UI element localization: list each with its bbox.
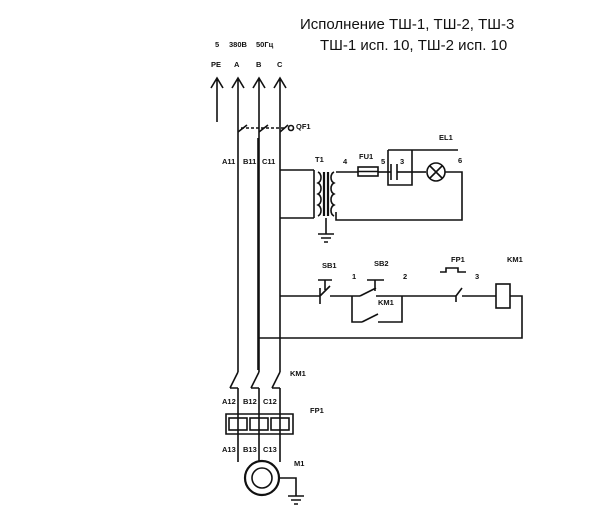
fuse-label: FU1 — [359, 152, 373, 161]
node-3-control: 3 — [475, 272, 479, 281]
terminal-a13: A13 — [222, 445, 236, 454]
phase-b-label: B — [256, 60, 262, 69]
contactor-coil-icon — [495, 283, 511, 309]
relay-contact-icon — [440, 267, 466, 273]
aux-contact-label: KM1 — [378, 298, 394, 307]
supply-hertz: 50Гц — [256, 40, 274, 49]
capacitor-icon — [390, 164, 398, 180]
stop-button-label: SB1 — [322, 261, 337, 270]
contactor-km1: KM1 — [229, 369, 306, 396]
node-4: 4 — [343, 157, 348, 166]
terminal-c12: C12 — [263, 397, 277, 406]
motor-label: M1 — [294, 459, 304, 468]
lamp-label: EL1 — [439, 133, 453, 142]
phase-c-label: C — [277, 60, 283, 69]
motor-icon — [243, 459, 281, 497]
breaker-qf1: QF1 — [237, 122, 311, 133]
thermal-relay-label: FP1 — [310, 406, 324, 415]
ground-icon — [318, 233, 334, 243]
phase-a-arrow-icon — [231, 76, 245, 122]
transformer-t1: T1 — [280, 155, 336, 243]
terminal-b11: B11 — [243, 157, 256, 166]
secondary-circuit: 4 FU1 5 3 EL1 6 — [335, 133, 463, 221]
node-6: 6 — [458, 156, 462, 165]
node-5: 5 — [381, 157, 385, 166]
phase-b-arrow-icon — [252, 76, 266, 122]
thermal-relay-fp1: FP1 — [225, 396, 324, 450]
terminal-b12: B12 — [243, 397, 257, 406]
terminal-c11: C11 — [262, 157, 275, 166]
supply-voltage: 380В — [229, 40, 248, 49]
node-3: 3 — [400, 157, 404, 166]
stop-button-icon — [318, 279, 332, 304]
start-button-label: SB2 — [374, 259, 389, 268]
contactor-main-label: KM1 — [290, 369, 306, 378]
node-2: 2 — [403, 272, 407, 281]
terminal-b13: B13 — [243, 445, 257, 454]
phase-bus — [237, 132, 281, 372]
contactor-coil-label: KM1 — [507, 255, 523, 264]
motor-m1: M1 — [237, 450, 304, 505]
relay-contact-label: FP1 — [451, 255, 465, 264]
phase-pe-label: PE — [211, 60, 221, 69]
breaker-label: QF1 — [296, 122, 311, 131]
terminal-a12: A12 — [222, 397, 236, 406]
aux-contact-icon — [351, 296, 403, 323]
motor-ground-icon — [288, 495, 304, 505]
start-button-icon — [359, 279, 384, 297]
supply-arrows — [210, 76, 287, 122]
supply-frequency: 5 — [215, 40, 219, 49]
control-circuit: SB1 1 SB2 2 KM1 FP1 3 KM1 — [259, 255, 523, 339]
title-line-2: ТШ-1 исп. 10, ТШ-2 исп. 10 — [320, 37, 507, 54]
pe-arrow-icon — [210, 76, 224, 122]
terminal-a11: A11 — [222, 157, 235, 166]
title-line-1: Исполнение ТШ-1, ТШ-2, ТШ-3 — [300, 16, 514, 33]
transformer-label: T1 — [315, 155, 324, 164]
phase-a-label: A — [234, 60, 240, 69]
terminal-c13: C13 — [263, 445, 277, 454]
phase-c-arrow-icon — [273, 76, 287, 122]
node-1: 1 — [352, 272, 356, 281]
